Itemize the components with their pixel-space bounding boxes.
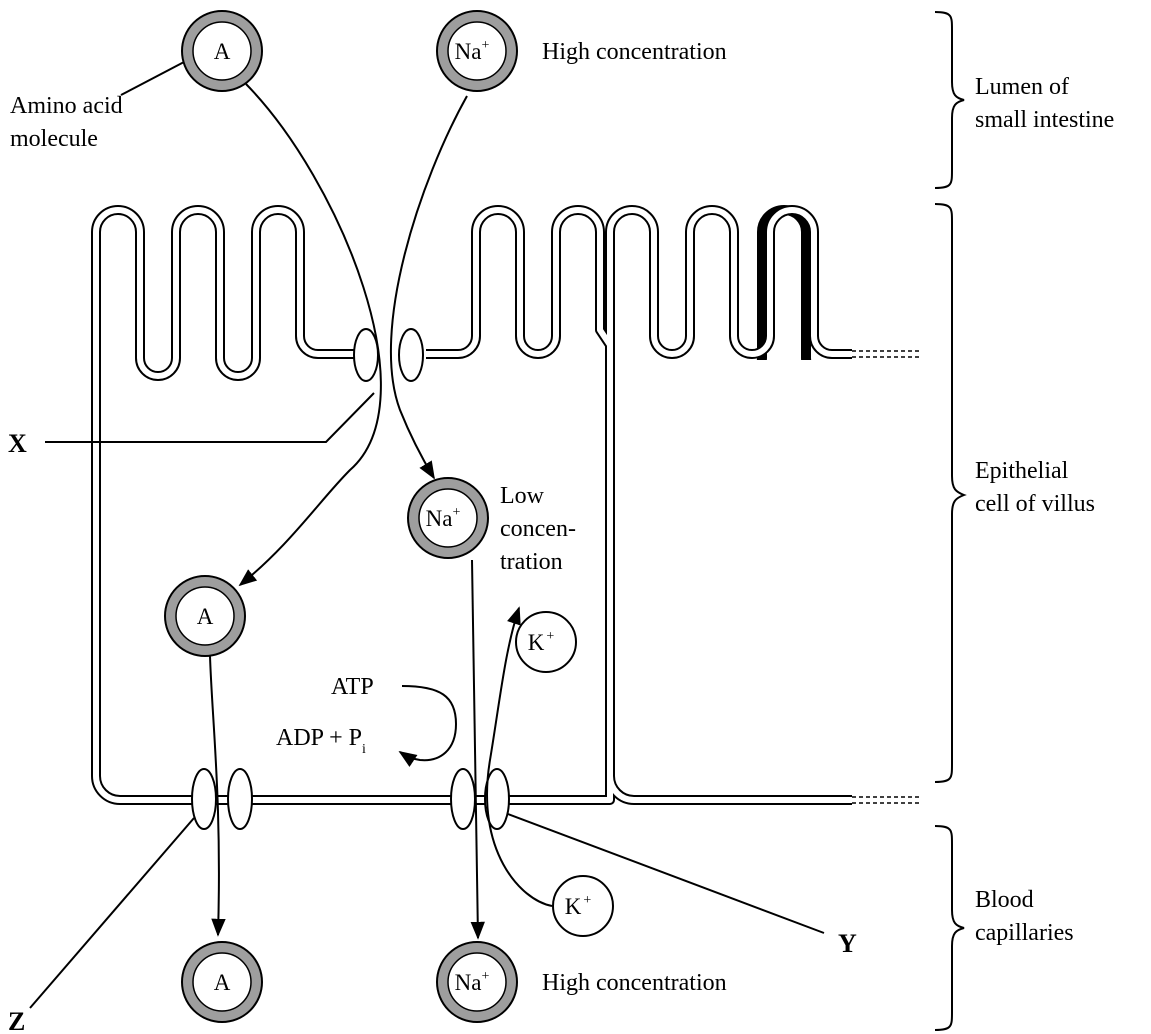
svg-text:Na+: Na+ bbox=[455, 969, 490, 995]
amino-symbol: A bbox=[214, 39, 231, 64]
lumen-brace bbox=[934, 11, 965, 189]
epithelial-label-line2: cell of villus bbox=[975, 491, 1095, 517]
ion-amino-bottom: A bbox=[181, 941, 263, 1023]
sodium-charge: + bbox=[481, 38, 489, 53]
sodium-symbol: Na bbox=[426, 506, 453, 531]
potassium-symbol: K bbox=[565, 894, 582, 919]
membrane-continuation bbox=[852, 350, 922, 804]
y-leader bbox=[507, 813, 825, 934]
cotransporter-right-protein bbox=[398, 328, 424, 382]
amino-carrier-left-protein bbox=[191, 768, 217, 830]
amino-acid-leader bbox=[120, 61, 185, 96]
amino-symbol: A bbox=[214, 970, 231, 995]
sodium-charge: + bbox=[452, 505, 460, 520]
amino-symbol: A bbox=[197, 604, 214, 629]
ion-amino-middle: A bbox=[164, 575, 246, 657]
svg-text:K+: K+ bbox=[528, 629, 555, 655]
amino-acid-entry-arrow bbox=[238, 83, 382, 587]
blood-brace bbox=[934, 825, 965, 1031]
low-concentration-label-line3: tration bbox=[500, 549, 563, 575]
potassium-entry-arrow bbox=[486, 606, 553, 907]
blood-label-line2: capillaries bbox=[975, 920, 1074, 946]
x-leader bbox=[45, 392, 375, 443]
high-concentration-top-label: High concentration bbox=[542, 39, 727, 65]
epithelial-label-line1: Epithelial bbox=[975, 458, 1069, 484]
potassium-charge: + bbox=[583, 893, 591, 908]
svg-text:K+: K+ bbox=[565, 893, 592, 919]
adp-label: ADP + Pi bbox=[276, 725, 366, 757]
low-concentration-label-line1: Low bbox=[500, 483, 545, 509]
leader-lines bbox=[29, 61, 825, 1009]
cell-membranes-inner bbox=[93, 207, 852, 803]
potassium-symbol: K bbox=[528, 630, 545, 655]
transport-arrows bbox=[209, 83, 553, 940]
pump-right-protein bbox=[484, 768, 510, 830]
atp-arrow bbox=[398, 685, 458, 767]
svg-text:Na+: Na+ bbox=[426, 505, 461, 531]
sodium-symbol: Na bbox=[455, 39, 482, 64]
ion-sodium-middle: Na+ bbox=[407, 477, 489, 559]
low-concentration-label-line2: concen- bbox=[500, 516, 576, 542]
amino-acid-label-line1: Amino acid bbox=[10, 93, 123, 119]
sodium-charge: + bbox=[481, 969, 489, 984]
ion-sodium-bottom: Na+ bbox=[436, 941, 518, 1023]
high-concentration-bottom-label: High concentration bbox=[542, 970, 727, 996]
pump-left-protein bbox=[450, 768, 476, 830]
potassium-charge: + bbox=[546, 629, 554, 644]
region-braces bbox=[934, 11, 967, 1031]
ion-potassium-outside: K+ bbox=[552, 875, 614, 937]
sodium-entry-arrow bbox=[389, 95, 468, 480]
ion-potassium-inside: K+ bbox=[515, 611, 577, 673]
membrane-proteins bbox=[191, 328, 510, 830]
cotransporter-left-protein bbox=[353, 328, 379, 382]
amino-acid-exit-arrow bbox=[209, 655, 226, 937]
atp-label: ATP bbox=[331, 674, 374, 700]
sodium-exit-arrow bbox=[470, 559, 485, 940]
label-y: Y bbox=[838, 929, 857, 958]
svg-text:Na+: Na+ bbox=[455, 38, 490, 64]
sodium-symbol: Na bbox=[455, 970, 482, 995]
amino-acid-label-line2: molecule bbox=[10, 126, 98, 152]
lumen-label-line1: Lumen of bbox=[975, 74, 1069, 100]
ion-sodium-top: Na+ bbox=[436, 10, 518, 92]
epithelial-brace bbox=[934, 203, 967, 783]
label-x: X bbox=[8, 429, 27, 458]
lumen-label-line2: small intestine bbox=[975, 107, 1114, 133]
blood-label-line1: Blood bbox=[975, 887, 1034, 913]
amino-carrier-right-protein bbox=[227, 768, 253, 830]
label-z: Z bbox=[8, 1007, 25, 1034]
ion-amino-top: A bbox=[181, 10, 263, 92]
z-leader bbox=[29, 817, 195, 1009]
